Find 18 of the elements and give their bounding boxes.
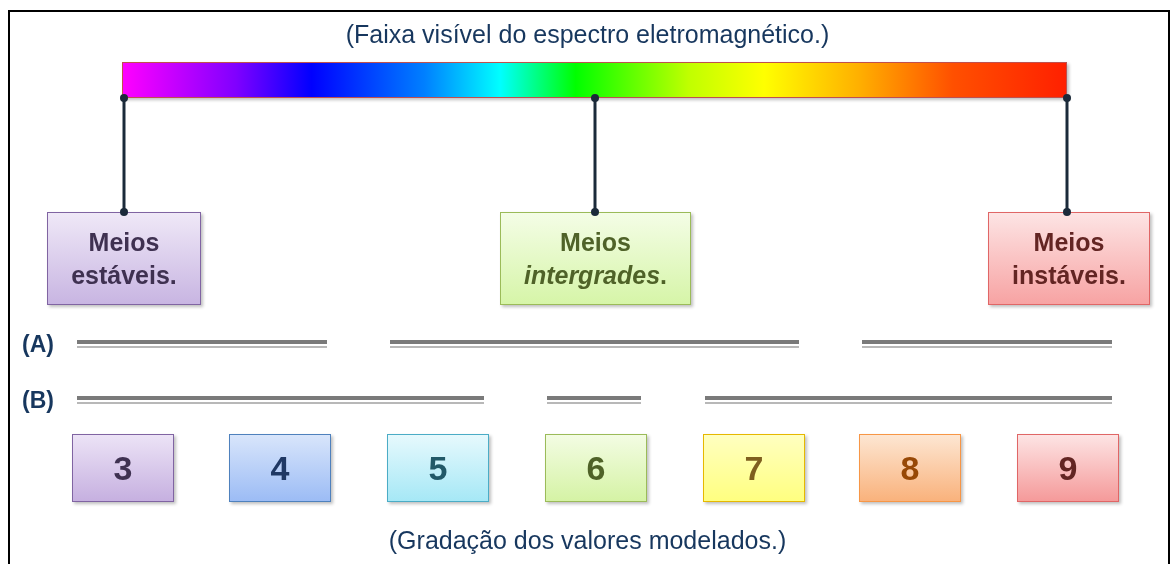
connector-line — [1063, 94, 1071, 216]
category-box: Meios estáveis. — [47, 212, 201, 305]
category-box: Meios intergrades. — [500, 212, 691, 305]
category-box: Meios instáveis. — [988, 212, 1150, 305]
caption: (Gradação dos valores modelados.) — [387, 525, 788, 556]
title: (Faixa visível do espectro eletromagnético.) — [344, 19, 831, 50]
row-label: (A) — [22, 330, 54, 359]
value-box: 6 — [545, 434, 647, 502]
spectrum-bar — [122, 62, 1067, 98]
value-box: 7 — [703, 434, 805, 502]
value-box: 3 — [72, 434, 174, 502]
value-box: 4 — [229, 434, 331, 502]
connector-line — [591, 94, 599, 216]
row-label: (B) — [22, 386, 54, 415]
value-box: 5 — [387, 434, 489, 502]
connector-line — [120, 94, 128, 216]
value-box: 9 — [1017, 434, 1119, 502]
value-box: 8 — [859, 434, 961, 502]
